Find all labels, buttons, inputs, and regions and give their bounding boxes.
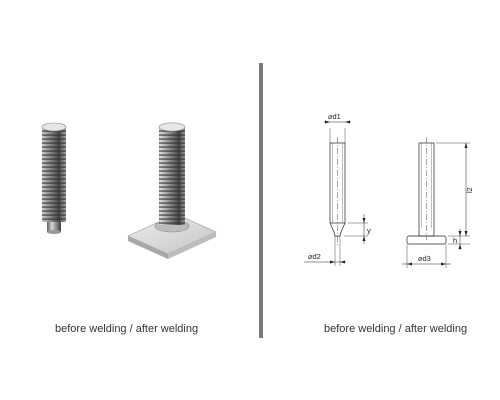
dim-label-l2: l2 [465, 187, 474, 193]
right-caption: before welding / after welding [324, 323, 468, 335]
stud-before-welding-drawing [304, 121, 368, 266]
dim-label-d1: ⌀d1 [328, 112, 341, 121]
stud-3d-illustration [41, 122, 217, 259]
stud-after-welding-drawing [402, 137, 470, 268]
stud-after-welding-3d [127, 122, 217, 259]
dim-label-y: y [367, 226, 371, 235]
stud-before-welding-3d [41, 122, 67, 234]
dim-label-d3: ⌀d3 [418, 254, 431, 263]
panel-divider [259, 63, 263, 338]
dim-label-d2: ⌀d2 [308, 252, 321, 261]
right-panel-technical-drawing: ⌀d1 ⌀d2 y l2 h ⌀d3 before welding / afte… [264, 0, 500, 400]
left-caption: before welding / after welding [55, 323, 199, 335]
stud-technical-drawing: ⌀d1 ⌀d2 y l2 h ⌀d3 [304, 112, 474, 268]
dim-label-h: h [453, 236, 457, 245]
left-panel-3d-render: before welding / after welding [41, 122, 217, 335]
